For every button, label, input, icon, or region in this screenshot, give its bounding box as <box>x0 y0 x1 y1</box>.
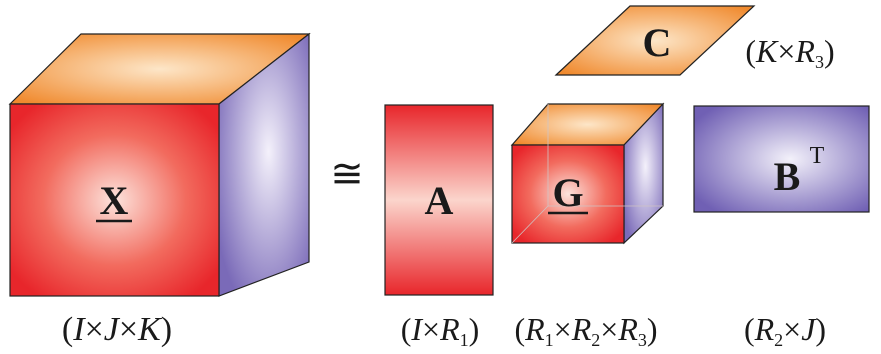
tensor-x-front-face <box>9 103 220 297</box>
core-g-dims-label: (R1×R2×R3) <box>514 311 657 350</box>
matrix-c-dims-label: (K×R3) <box>745 33 834 72</box>
matrix-c-letter: C <box>643 20 672 65</box>
matrix-a: A <box>384 104 494 296</box>
matrix-b-dims-label: (R2×J) <box>744 311 826 350</box>
approx-equal-symbol: ≅ <box>330 151 364 196</box>
core-g-hidden-edge <box>511 205 549 244</box>
core-g-letter: G <box>552 170 583 215</box>
matrix-c: C <box>554 5 756 76</box>
matrix-b-rect <box>693 105 870 213</box>
matrix-a-letter: A <box>425 178 454 223</box>
core-g-front-face <box>511 144 625 244</box>
tensor-x-letter: X <box>100 178 129 223</box>
tensor-x-cube: X <box>8 32 311 297</box>
matrix-b-superscript: T <box>810 143 825 169</box>
matrix-b-letter: B <box>774 154 801 199</box>
matrix-a-rect <box>384 104 494 296</box>
core-tensor-g-cube: G <box>510 102 665 245</box>
matrix-c-parallelogram <box>554 5 756 76</box>
matrix-b-transpose: B T <box>693 105 870 213</box>
matrix-a-dims-label: (I×R1) <box>401 311 480 350</box>
tensor-x-dims-label: (I×J×K) <box>62 311 172 348</box>
